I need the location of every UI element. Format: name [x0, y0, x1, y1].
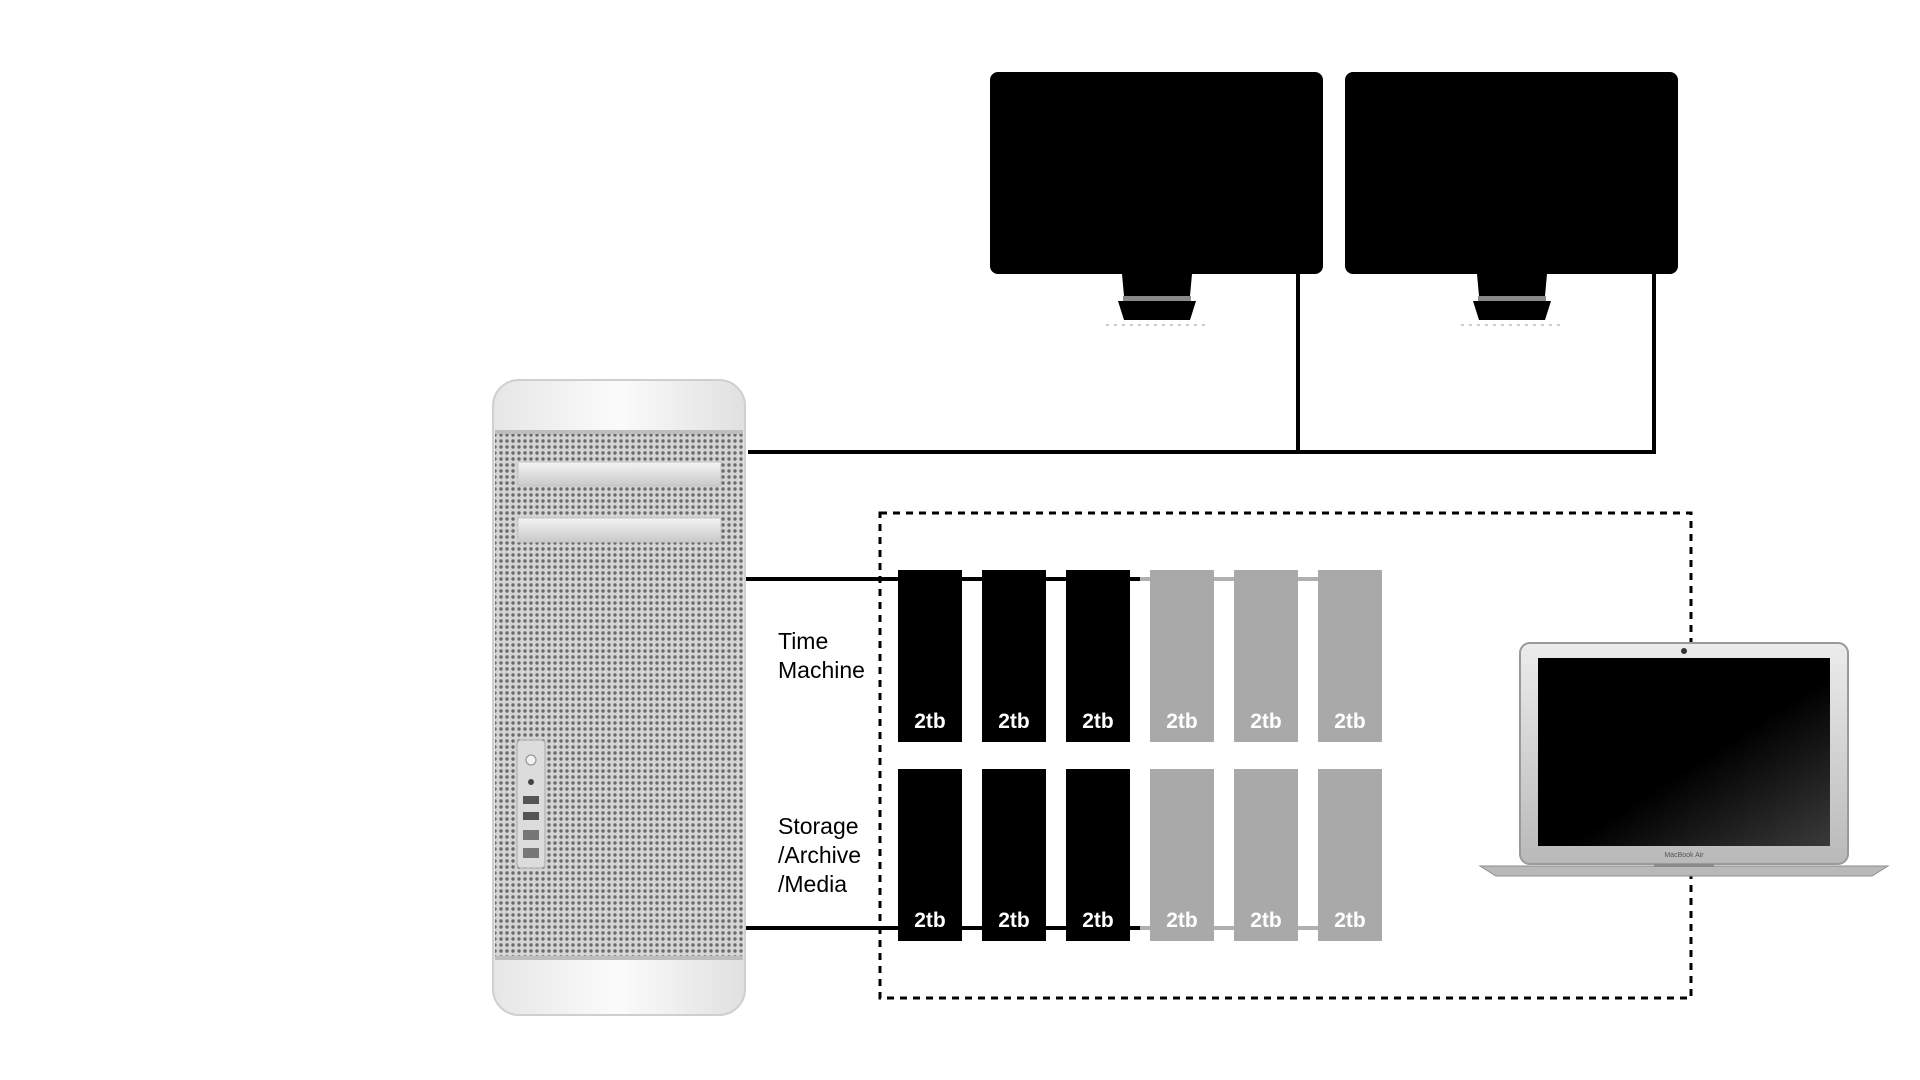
hard-drive: 2tb — [1150, 769, 1214, 941]
drive-capacity-label: 2tb — [998, 909, 1030, 932]
drive-capacity-label: 2tb — [998, 710, 1030, 733]
drive-capacity-label: 2tb — [1334, 909, 1366, 932]
hard-drive: 2tb — [1150, 570, 1214, 742]
drive-body — [1066, 769, 1130, 941]
tower-computer — [492, 379, 746, 1016]
label-line: Machine — [778, 657, 865, 683]
drive-body — [1150, 769, 1214, 941]
hard-drive: 2tb — [982, 769, 1046, 941]
hard-drive: 2tb — [898, 769, 962, 941]
drive-body — [898, 570, 962, 742]
drive-capacity-label: 2tb — [1334, 710, 1366, 733]
hard-drive: 2tb — [898, 570, 962, 742]
label-line: Storage — [778, 813, 859, 839]
front-ports — [516, 739, 546, 869]
drive-capacity-label: 2tb — [1166, 909, 1198, 932]
laptop-brand-text: MacBook Air — [1664, 852, 1704, 859]
label-line: /Archive — [778, 842, 862, 868]
monitor-left — [990, 72, 1323, 326]
drive-body — [1150, 570, 1214, 742]
drive-body — [982, 570, 1046, 742]
group-label-storage: Storage /Archive /Media — [778, 812, 861, 899]
drive-body — [1234, 570, 1298, 742]
drive-capacity-label: 2tb — [1250, 710, 1282, 733]
laptop: MacBook Air — [1478, 642, 1890, 877]
drive-arrays: 2tb 2tb 2tb 2tb 2tb 2tb 2tb 2tb 2tb 2tb 2tb 2tb — [898, 570, 1382, 941]
drive-capacity-label: 2tb — [1082, 909, 1114, 932]
label-line: /Media — [778, 871, 848, 897]
drive-capacity-label: 2tb — [1082, 710, 1114, 733]
drive-body — [1066, 570, 1130, 742]
hard-drive: 2tb — [1066, 570, 1130, 742]
hard-drive: 2tb — [1066, 769, 1130, 941]
drive-body — [898, 769, 962, 941]
drive-capacity-label: 2tb — [914, 710, 946, 733]
drive-body — [1318, 769, 1382, 941]
drive-body — [982, 769, 1046, 941]
hard-drive: 2tb — [1234, 570, 1298, 742]
drive-capacity-label: 2tb — [914, 909, 946, 932]
monitor-right — [1345, 72, 1678, 326]
drive-capacity-label: 2tb — [1166, 710, 1198, 733]
hard-drive: 2tb — [1234, 769, 1298, 941]
hard-drive: 2tb — [1318, 769, 1382, 941]
label-line: Time — [778, 628, 829, 654]
hard-drive: 2tb — [982, 570, 1046, 742]
drive-body — [1318, 570, 1382, 742]
display-cables — [748, 274, 1656, 454]
hard-drive: 2tb — [1318, 570, 1382, 742]
drive-capacity-label: 2tb — [1250, 909, 1282, 932]
drive-body — [1234, 769, 1298, 941]
group-label-time-machine: Time Machine — [778, 627, 865, 685]
